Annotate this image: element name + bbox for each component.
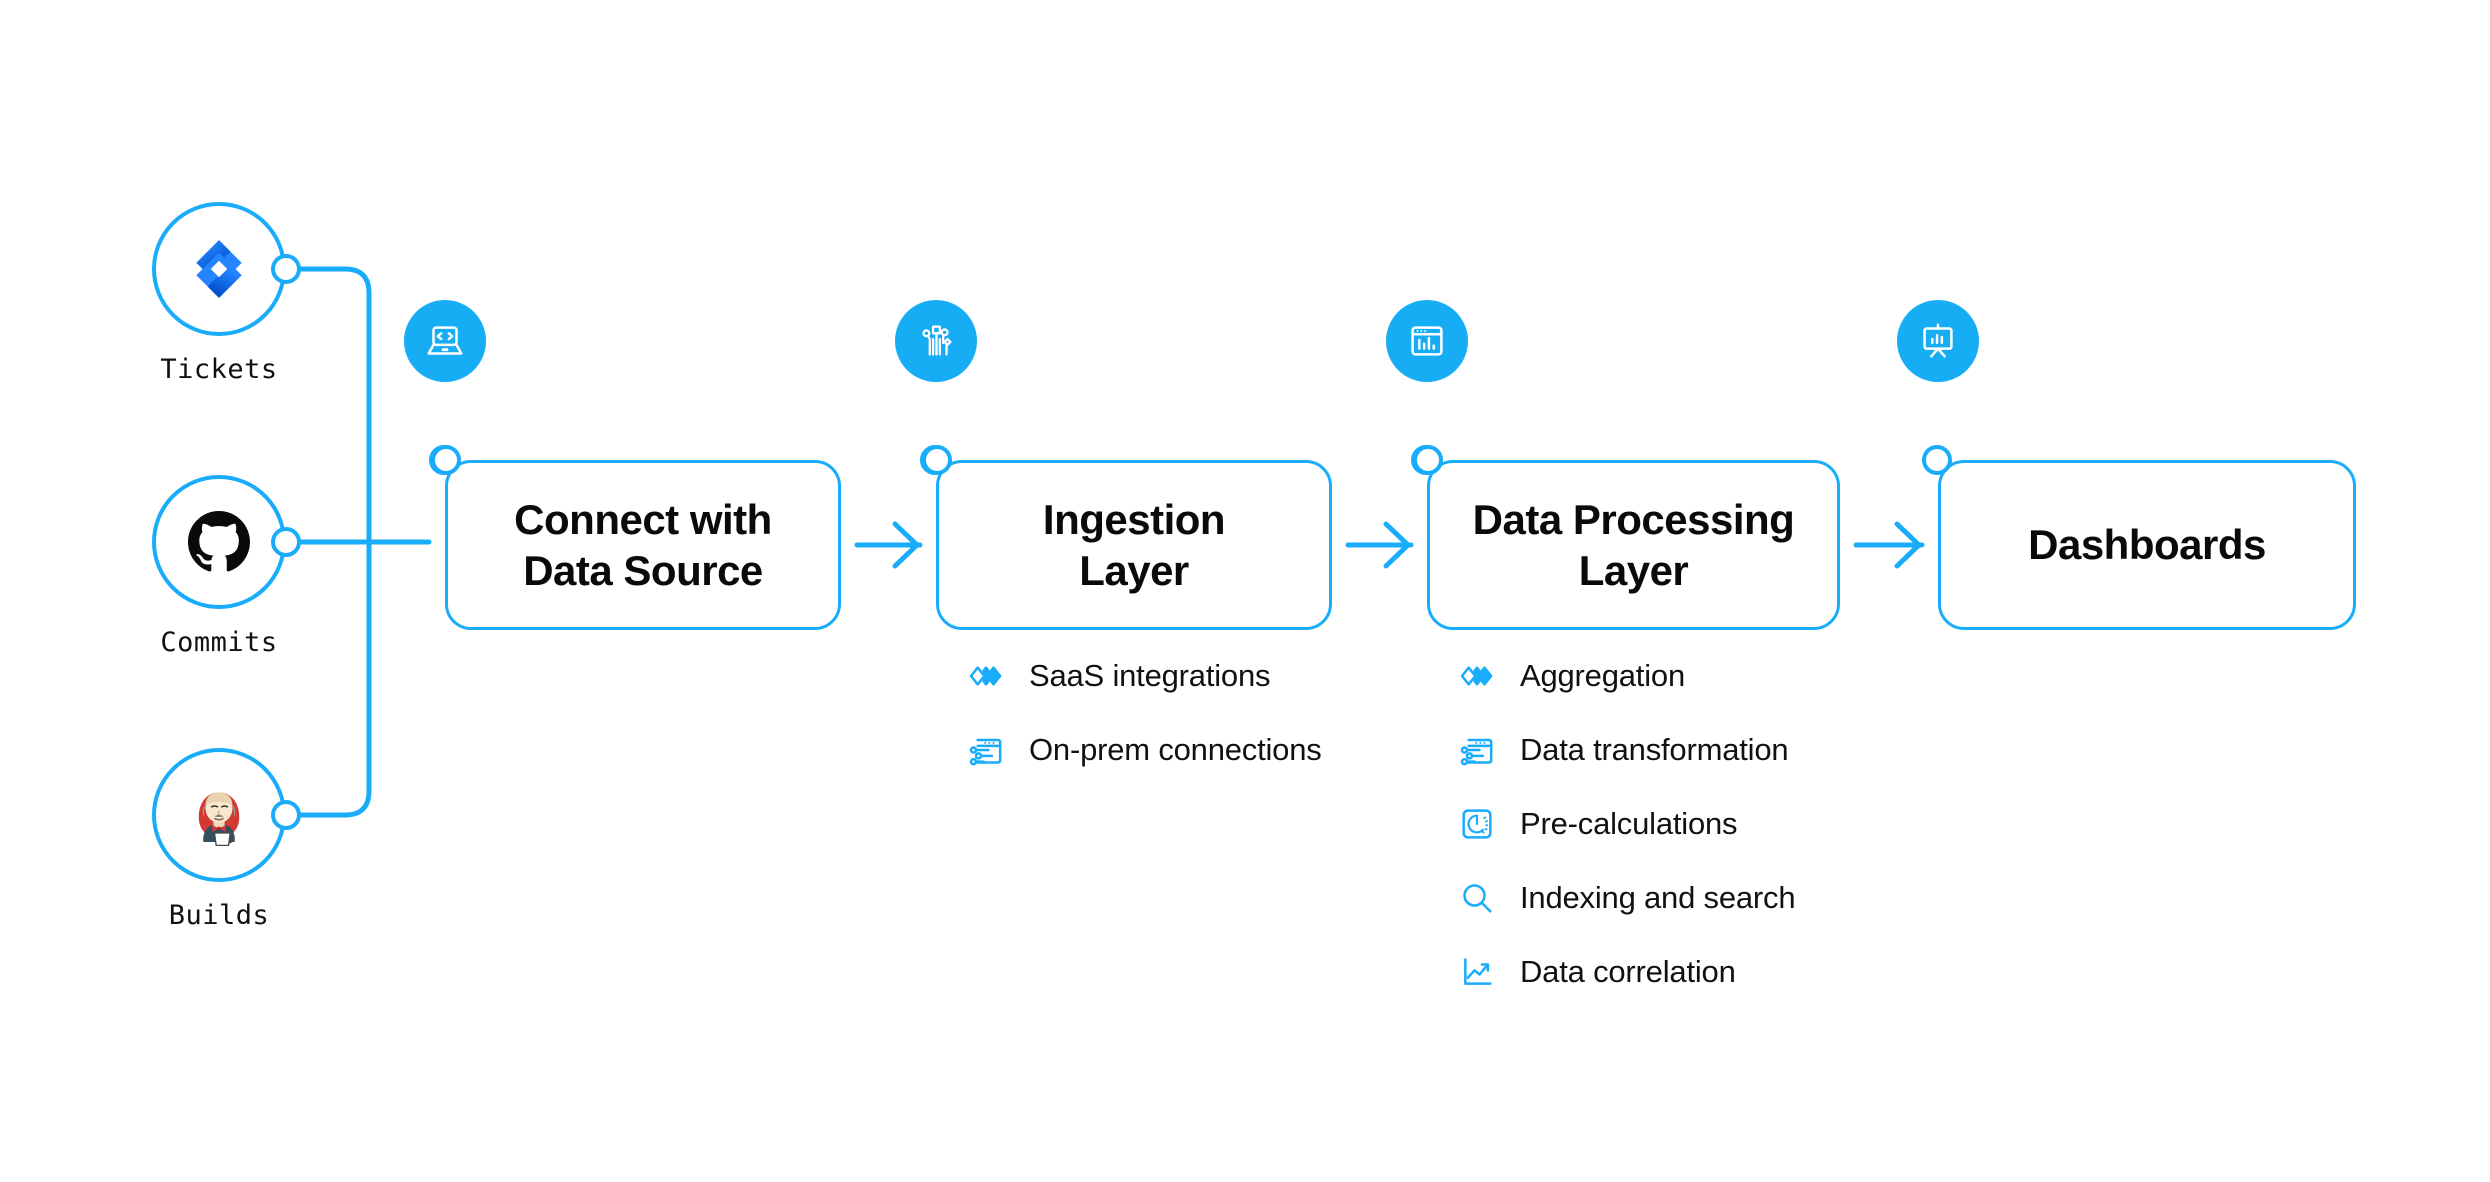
source-label-commits: Commits <box>160 627 278 658</box>
connector-builds <box>298 562 372 818</box>
source-node-commits[interactable]: Commits <box>152 475 301 658</box>
stage-port-right <box>922 445 952 475</box>
line-chart-icon <box>1456 951 1498 993</box>
jenkins-logo-icon <box>182 778 256 852</box>
list-item: Indexing and search <box>1456 872 1796 924</box>
source-label-tickets: Tickets <box>160 354 278 385</box>
list-item: SaaS integrations <box>965 650 1322 702</box>
stage-title: Connect with Data Source <box>514 495 772 594</box>
arrow-head-2 <box>1383 521 1411 569</box>
browser-sliders-icon <box>1456 729 1498 771</box>
stage-port-right <box>1413 445 1443 475</box>
source-ring <box>152 475 286 609</box>
source-port-tickets <box>271 254 301 284</box>
feature-list-data-processing-layer: Aggregation Data transformation <box>1456 650 1796 1020</box>
source-label-builds: Builds <box>168 900 270 931</box>
gauge-square-icon <box>1456 803 1498 845</box>
arrow-head-1 <box>892 521 920 569</box>
stage-box: Data Processing Layer <box>1427 460 1840 630</box>
jira-logo-icon <box>182 232 256 306</box>
arrow-head-3 <box>1894 521 1922 569</box>
github-logo-icon <box>182 505 256 579</box>
feature-label: SaaS integrations <box>1029 658 1271 693</box>
connector-tickets <box>298 266 372 523</box>
stage-title: Data Processing Layer <box>1472 495 1795 594</box>
stage-box: Ingestion Layer <box>936 460 1332 630</box>
feature-label: Indexing and search <box>1520 880 1796 915</box>
stage-title: Dashboards <box>2028 521 2266 569</box>
search-icon <box>1456 877 1498 919</box>
feature-list-ingestion-layer: SaaS integrations On-prem conne <box>965 650 1322 798</box>
browser-sliders-icon <box>965 729 1007 771</box>
source-node-tickets[interactable]: Tickets <box>152 202 301 385</box>
stage-port-right <box>431 445 461 475</box>
list-item: Aggregation <box>1456 650 1795 702</box>
stage-box: Dashboards <box>1938 460 2356 630</box>
layered-diamonds-icon <box>965 655 1007 697</box>
layered-diamonds-icon <box>1456 655 1498 697</box>
stage-title: Ingestion Layer <box>1042 495 1226 594</box>
list-item: On-prem connections <box>965 724 1322 776</box>
feature-label: On-prem connections <box>1029 732 1322 767</box>
list-item: Pre-calculations <box>1456 798 1795 850</box>
stage-box: Connect with Data Source <box>445 460 841 630</box>
source-port-builds <box>271 800 301 830</box>
source-node-builds[interactable]: Builds <box>152 748 301 931</box>
list-item: Data transformation <box>1456 724 1795 776</box>
list-item: Data correlation <box>1456 946 1795 998</box>
circuit-nodes-icon <box>895 300 977 382</box>
source-port-commits <box>271 527 301 557</box>
laptop-code-icon <box>404 300 486 382</box>
feature-label: Pre-calculations <box>1520 806 1738 841</box>
stage-port-left <box>1922 445 1952 475</box>
feature-label: Data correlation <box>1520 954 1736 989</box>
presentation-chart-icon <box>1897 300 1979 382</box>
feature-label: Aggregation <box>1520 658 1685 693</box>
feature-label: Data transformation <box>1520 732 1789 767</box>
browser-chart-icon <box>1386 300 1468 382</box>
